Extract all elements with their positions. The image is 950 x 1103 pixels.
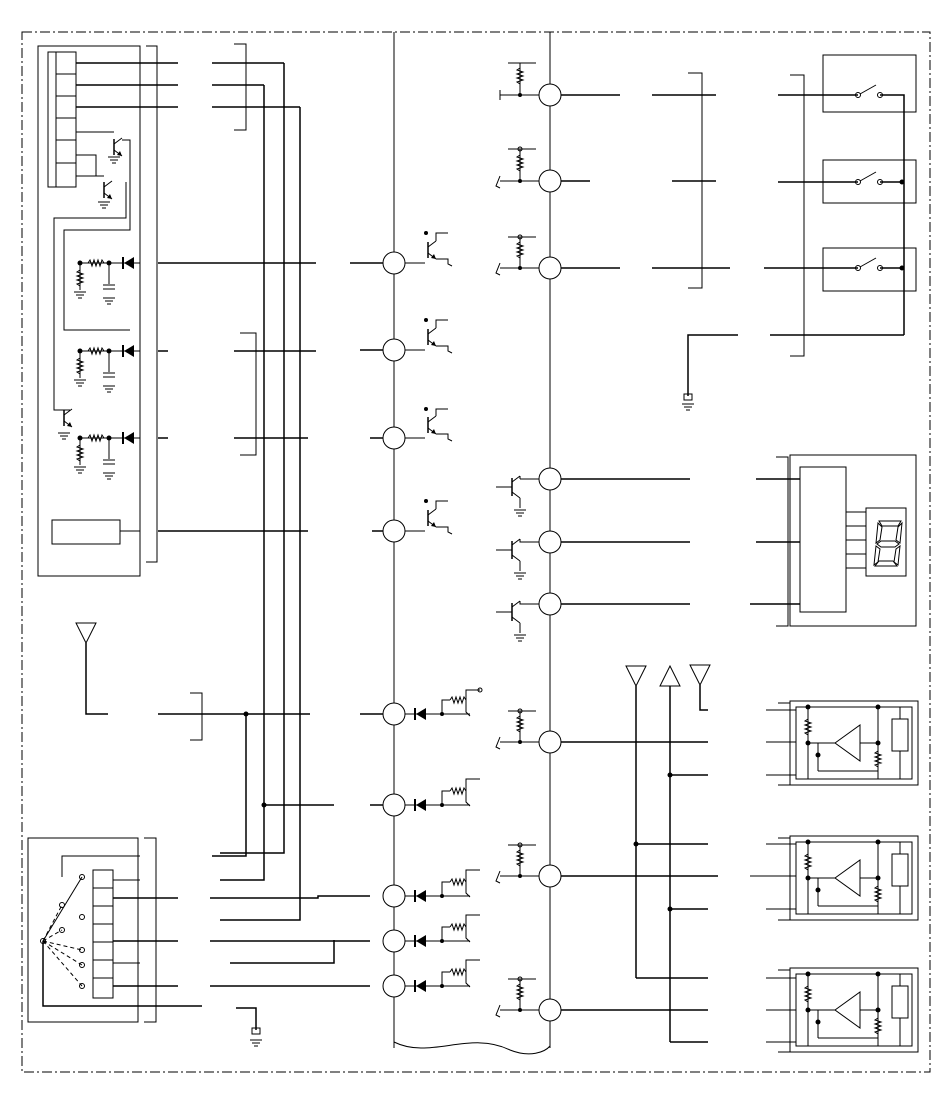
bus2-transistor-3 <box>496 601 539 642</box>
selector-to-bus-wires <box>210 896 370 986</box>
left-harness-wires <box>76 63 334 920</box>
bus1-transistor-1 <box>405 231 452 266</box>
amplifier-block-3 <box>766 968 918 1053</box>
central-bus-2 <box>496 32 718 1048</box>
seven-segment-icon <box>874 521 902 566</box>
bus1-diode-1 <box>405 688 482 721</box>
bus2-pull-1 <box>500 63 539 100</box>
bus1-diode-4 <box>405 915 480 948</box>
left-control-module <box>38 46 157 576</box>
bus2-pull-6 <box>496 977 539 1017</box>
bus2-pull-4 <box>496 709 539 749</box>
amplifier-block-1 <box>766 701 918 786</box>
antenna-left <box>75 622 310 856</box>
ground-bottom <box>236 1008 263 1047</box>
connector-bracket-2 <box>234 44 246 130</box>
central-bus-1 <box>350 32 482 1048</box>
wavy-break <box>394 1042 550 1054</box>
antennas-right <box>625 664 711 1042</box>
bus2-transistor-2 <box>496 539 539 580</box>
rotary-selector <box>28 838 202 1022</box>
bus1-diode-3 <box>405 870 480 903</box>
led-stage-1 <box>73 256 140 305</box>
bus1-transistor-4 <box>405 499 452 534</box>
bus2-pull-3 <box>496 235 539 275</box>
bus1-diode-5 <box>405 960 480 993</box>
bus1-diode-2 <box>405 779 480 812</box>
bus1-transistor-3 <box>405 407 452 441</box>
upper-right-connectors <box>652 73 904 411</box>
amplifier-block-2 <box>750 836 918 921</box>
led-stage-3 <box>57 408 140 480</box>
switch-box <box>823 55 916 335</box>
bus2-pull-5 <box>496 843 539 883</box>
connector-bracket-3 <box>240 333 256 455</box>
led-stage-2 <box>73 344 140 393</box>
module-box <box>52 520 120 544</box>
bus2-transistor-1 <box>496 476 539 517</box>
bus2-pull-2 <box>496 147 539 188</box>
display-module <box>750 455 916 626</box>
bus1-transistor-2 <box>405 318 452 353</box>
outer-frame <box>22 32 930 1072</box>
